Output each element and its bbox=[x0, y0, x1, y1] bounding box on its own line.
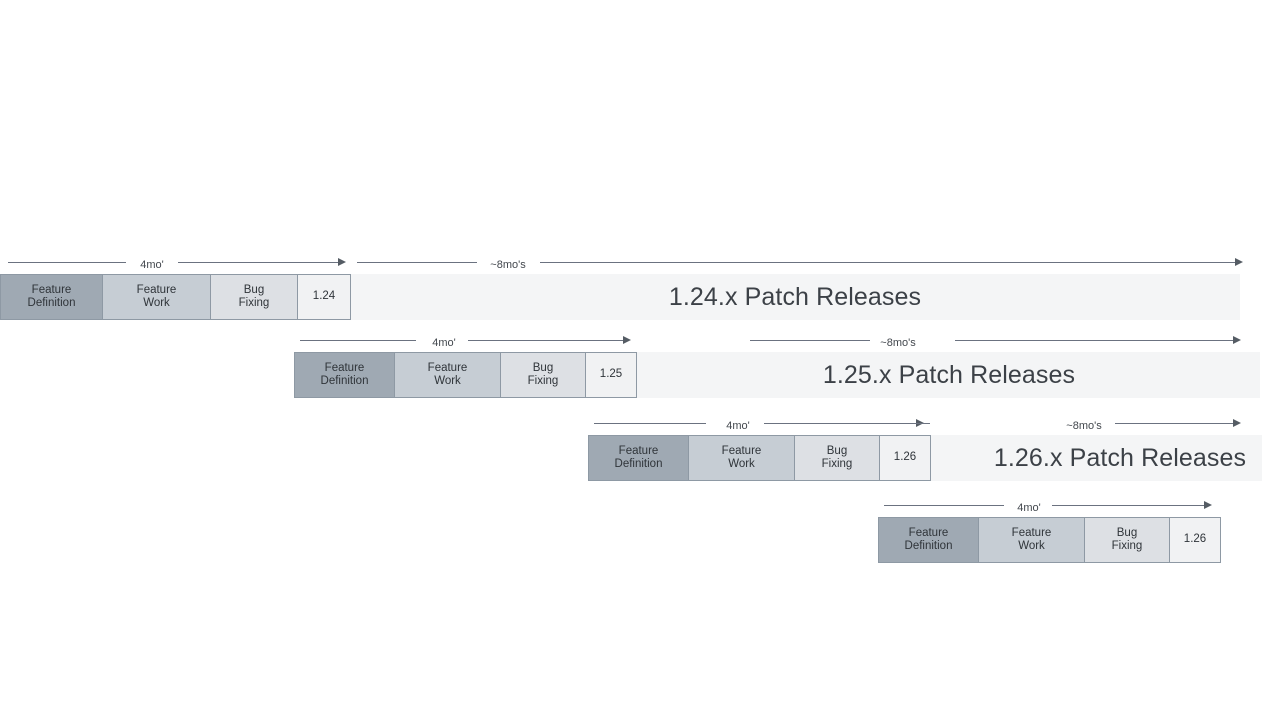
measure-label: 4mo' bbox=[140, 259, 164, 271]
phase-version-box-text: 1.24 bbox=[312, 290, 336, 303]
phase-bug-fixing-text: Bug bbox=[243, 283, 265, 296]
measure-arrow-head bbox=[1233, 418, 1241, 427]
phase-feature-work-text: Feature bbox=[427, 361, 468, 374]
measure-line-right bbox=[540, 262, 1235, 263]
phase-version-box[interactable]: 1.24 bbox=[297, 274, 351, 320]
measure-line-right bbox=[468, 340, 623, 341]
phase-version-box[interactable]: 1.25 bbox=[585, 352, 637, 398]
phase-version-box[interactable]: 1.26 bbox=[1169, 517, 1221, 563]
patch-release-label: 1.26.x Patch Releases bbox=[993, 443, 1247, 472]
patch-release-label: 1.25.x Patch Releases bbox=[822, 360, 1076, 389]
measure-arrow-head bbox=[1233, 335, 1241, 344]
measure-line-right bbox=[1052, 505, 1204, 506]
duration-measure-row-125-0: 4mo' bbox=[0, 330, 1280, 352]
measure-line-left bbox=[884, 505, 1004, 506]
phase-feature-definition-text: Definition bbox=[27, 297, 76, 309]
measure-label: 4mo' bbox=[726, 420, 750, 432]
measure-label: 4mo' bbox=[432, 337, 456, 349]
measure-label: 4mo' bbox=[1017, 502, 1041, 514]
measure-arrow-head bbox=[916, 418, 924, 427]
measure-arrow-head bbox=[338, 257, 346, 266]
measure-line-mid-row-126-0 bbox=[812, 423, 930, 424]
phase-feature-definition-text: Feature bbox=[324, 361, 365, 374]
measure-line-left bbox=[8, 262, 126, 263]
duration-measure-row-126-1: ~8mo's bbox=[0, 413, 1280, 435]
measure-arrow-head bbox=[623, 335, 631, 344]
measure-label: ~8mo's bbox=[1066, 420, 1102, 432]
phase-version-box-text: 1.26 bbox=[1183, 533, 1207, 546]
phase-feature-work-text: Feature bbox=[1011, 526, 1052, 539]
duration-measure-row-127-0: 4mo' bbox=[0, 495, 1280, 517]
patch-release-label: 1.24.x Patch Releases bbox=[668, 282, 922, 311]
phase-version-box-text: 1.26 bbox=[893, 451, 917, 464]
patch-release-band-row-124: 1.24.x Patch Releases bbox=[351, 274, 1240, 320]
phase-feature-work-text: Feature bbox=[721, 444, 762, 457]
measure-arrow-head bbox=[1204, 500, 1212, 509]
phase-feature-work-text: Work bbox=[434, 375, 461, 387]
measure-line-right bbox=[178, 262, 338, 263]
phase-feature-definition-text: Definition bbox=[320, 375, 369, 387]
phase-feature-definition-text: Feature bbox=[908, 526, 949, 539]
phase-feature-definition-text: Feature bbox=[31, 283, 72, 296]
phase-feature-definition-text: Definition bbox=[614, 458, 663, 470]
measure-arrow-head bbox=[1235, 257, 1243, 266]
phase-version-box[interactable]: 1.26 bbox=[879, 435, 931, 481]
measure-line-left bbox=[594, 423, 706, 424]
phase-version-box-text: 1.25 bbox=[599, 368, 623, 381]
phase-feature-definition-text: Feature bbox=[618, 444, 659, 457]
phase-feature-work-text: Feature bbox=[136, 283, 177, 296]
measure-line-left bbox=[750, 340, 870, 341]
measure-line-right bbox=[1115, 423, 1233, 424]
patch-release-band-row-126: 1.26.x Patch Releases bbox=[931, 435, 1262, 481]
measure-line-left bbox=[357, 262, 477, 263]
measure-line-left bbox=[300, 340, 416, 341]
phase-feature-definition-text: Definition bbox=[904, 540, 953, 552]
measure-line-right bbox=[955, 340, 1233, 341]
phase-feature-work-text: Work bbox=[728, 458, 755, 470]
phase-bug-fixing-text: Fixing bbox=[527, 375, 559, 387]
phase-feature-work-text: Work bbox=[1018, 540, 1045, 552]
phase-feature-work-text: Work bbox=[143, 297, 170, 309]
phase-bug-fixing-text: Bug bbox=[1116, 526, 1138, 539]
patch-release-band-row-125: 1.25.x Patch Releases bbox=[637, 352, 1260, 398]
phase-bug-fixing-text: Fixing bbox=[821, 458, 853, 470]
duration-measure-row-125-1: ~8mo's bbox=[0, 330, 1280, 352]
phase-bug-fixing-text: Bug bbox=[826, 444, 848, 457]
measure-label: ~8mo's bbox=[490, 259, 526, 271]
measure-label: ~8mo's bbox=[880, 337, 916, 349]
duration-measure-row-124-0: 4mo' bbox=[0, 252, 1280, 274]
phase-bug-fixing-text: Fixing bbox=[1111, 540, 1143, 552]
duration-measure-row-124-1: ~8mo's bbox=[0, 252, 1280, 274]
phase-bug-fixing-text: Fixing bbox=[238, 297, 270, 309]
phase-bug-fixing-text: Bug bbox=[532, 361, 554, 374]
